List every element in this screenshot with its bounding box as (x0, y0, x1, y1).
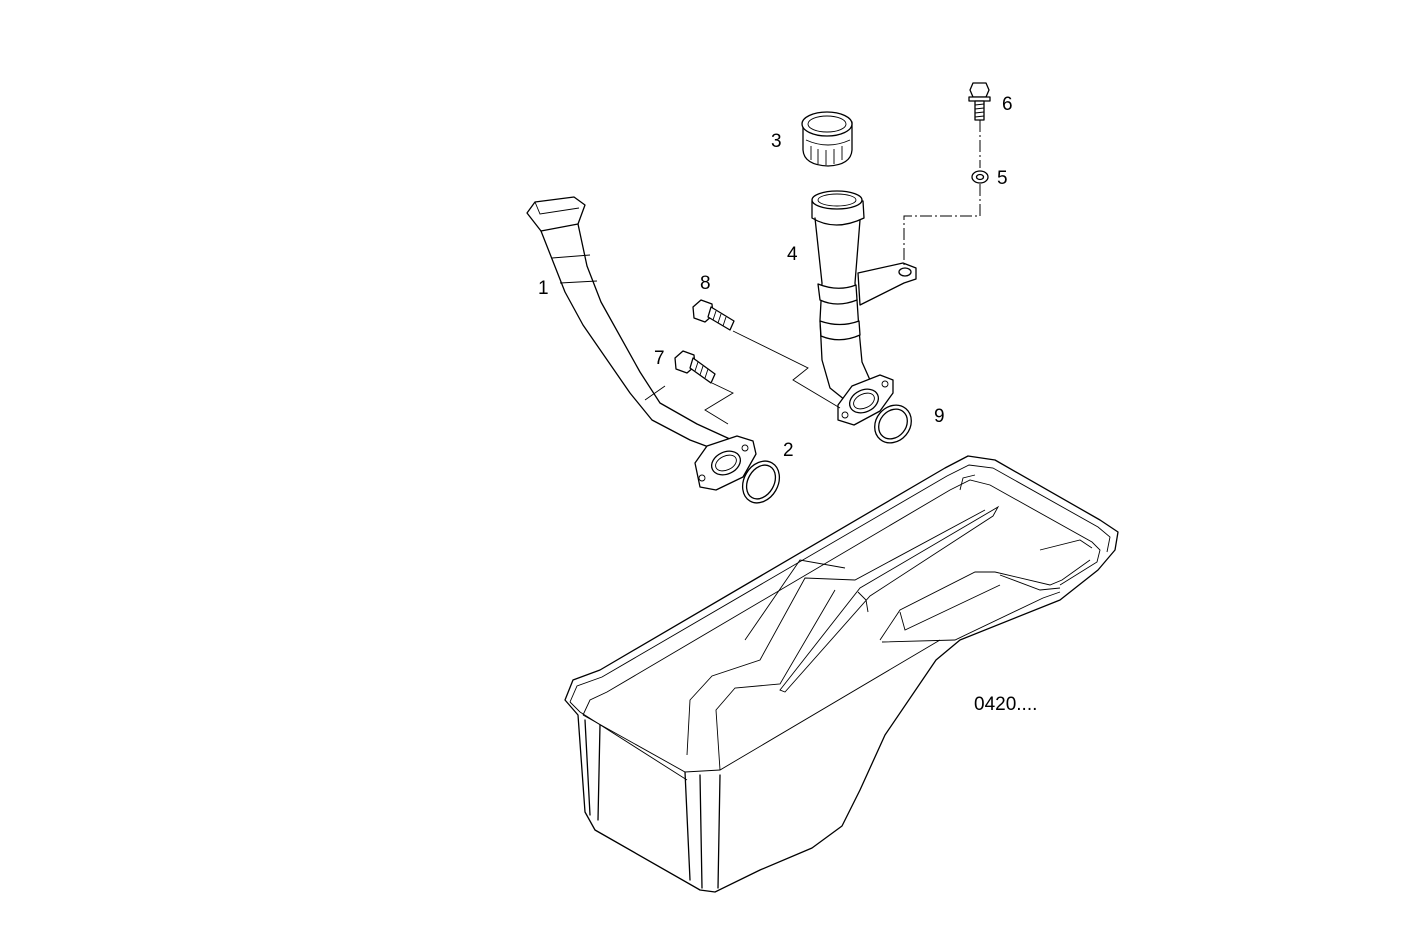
drawing-reference-code: 0420.... (974, 694, 1038, 715)
part-9-o-ring (874, 404, 912, 444)
part-7-bolt (674, 350, 716, 384)
part-8-bolt (692, 299, 735, 331)
oil-sump-pan (564, 455, 1119, 893)
part-5-washer (971, 170, 989, 184)
callout-8: 8 (700, 273, 711, 294)
callout-6: 6 (1002, 94, 1013, 115)
part-2-o-ring (741, 460, 781, 504)
part-1-filler-tube (526, 196, 757, 491)
callout-9: 9 (934, 406, 945, 427)
callout-4: 4 (787, 244, 798, 265)
callout-3: 3 (771, 131, 782, 152)
callout-7: 7 (654, 348, 665, 369)
callout-5: 5 (997, 168, 1008, 189)
part-4-filler-neck (811, 190, 917, 426)
part-6-bolt (968, 82, 991, 121)
part-3-filler-cap (801, 111, 853, 167)
callout-1: 1 (538, 278, 549, 299)
callout-2: 2 (783, 440, 794, 461)
assembly-lines (704, 120, 981, 425)
